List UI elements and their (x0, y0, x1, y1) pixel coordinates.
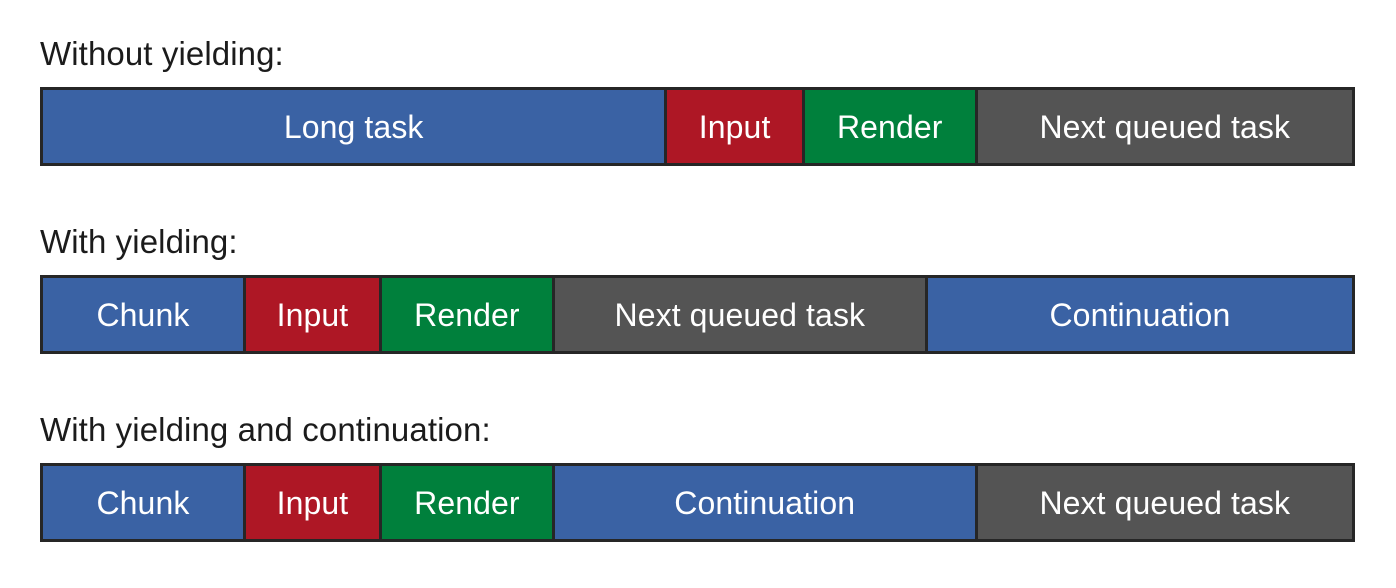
timeline-segment-continuation: Continuation (927, 278, 1352, 351)
timeline-bar-with-yielding: Chunk Input Render Next queued task Cont… (40, 275, 1355, 354)
timeline-row-without-yielding: Without yielding: Long task Input Render… (40, 34, 1355, 166)
timeline-segment-render: Render (382, 278, 555, 351)
timeline-segment-next-queued-task: Next queued task (977, 466, 1352, 539)
timeline-caption-with-yielding: With yielding: (40, 223, 238, 260)
timeline-row-with-yielding-and-continuation: With yielding and continuation: Chunk In… (40, 410, 1355, 542)
timeline-segment-render: Render (382, 466, 555, 539)
timeline-segment-continuation: Continuation (554, 466, 978, 539)
timeline-segment-long-task: Long task (43, 90, 668, 163)
timeline-caption-with-yielding-and-continuation: With yielding and continuation: (40, 411, 491, 448)
timeline-segment-render: Render (804, 90, 978, 163)
timeline-caption-without-yielding: Without yielding: (40, 35, 284, 72)
timeline-segment-next-queued-task: Next queued task (977, 90, 1352, 163)
timeline-row-with-yielding: With yielding: Chunk Input Render Next q… (40, 222, 1355, 354)
timeline-bar-with-yielding-and-continuation: Chunk Input Render Continuation Next que… (40, 463, 1355, 542)
timeline-segment-input: Input (245, 278, 383, 351)
timeline-segment-next-queued-task: Next queued task (554, 278, 928, 351)
timeline-segment-input: Input (667, 90, 805, 163)
timeline-segment-input: Input (245, 466, 383, 539)
timeline-segment-chunk: Chunk (43, 466, 246, 539)
timeline-segment-chunk: Chunk (43, 278, 246, 351)
timeline-bar-without-yielding: Long task Input Render Next queued task (40, 87, 1355, 166)
